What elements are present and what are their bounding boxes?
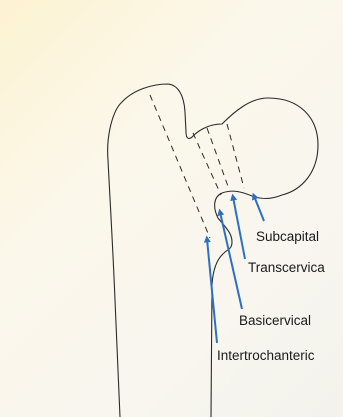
basicervical-label: Basicervical bbox=[239, 314, 311, 328]
intertrochanteric-fracture-line bbox=[150, 95, 210, 238]
transcervical-fracture-line bbox=[207, 128, 229, 189]
subcapital-arrow bbox=[254, 196, 264, 221]
transcervical-label: Transcervica bbox=[248, 261, 325, 275]
femur-outline bbox=[108, 84, 318, 417]
transcervical-arrow bbox=[233, 197, 245, 259]
subcapital-label: Subcapital bbox=[256, 230, 319, 244]
intertrochanteric-label: Intertrochanteric bbox=[217, 349, 315, 363]
subcapital-fracture-line bbox=[227, 124, 244, 188]
basicervical-fracture-line bbox=[193, 133, 221, 195]
